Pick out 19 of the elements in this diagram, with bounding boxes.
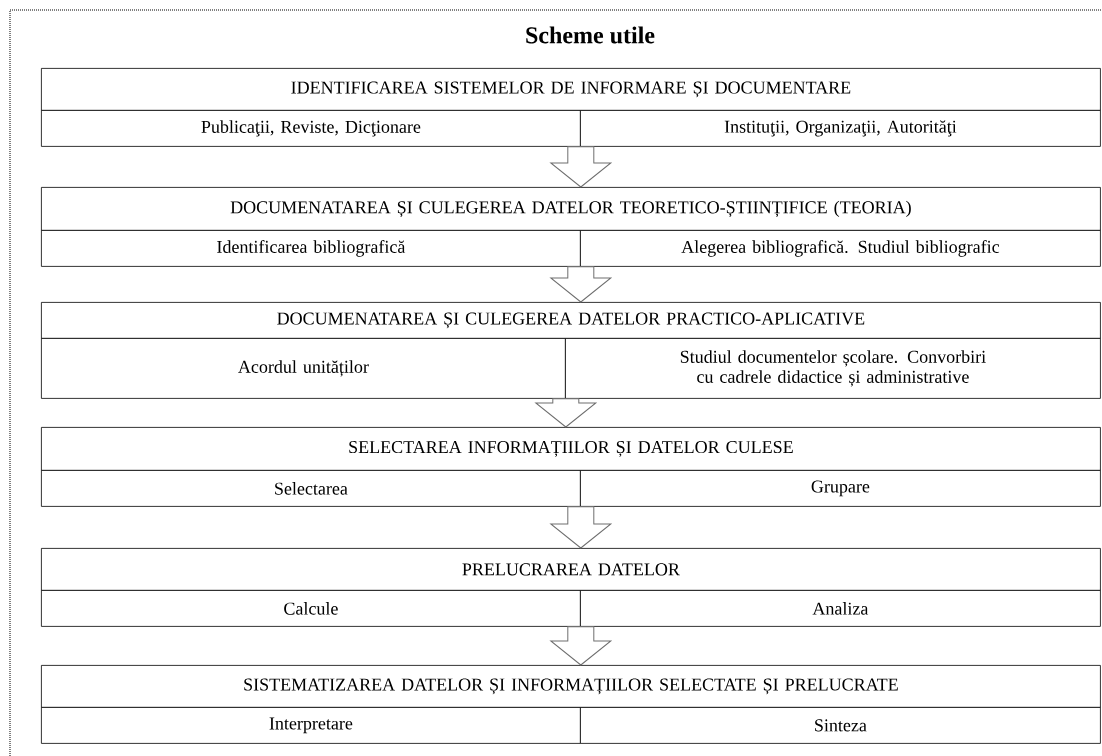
table-cell: Interpretare [41, 707, 581, 744]
title: Scheme utile [526, 26, 655, 44]
block-arrow [550, 146, 612, 188]
table-cell: Analiza [580, 590, 1101, 627]
block-arrow [550, 506, 612, 549]
stage-header: DOCUMENATAREA ȘI CULEGEREA DATELOR PRACTICO-APLICATIVE [41, 302, 1101, 339]
table-cell: Selectarea [41, 470, 581, 507]
table-cell: Sinteza [580, 707, 1101, 744]
block-arrow [535, 398, 597, 428]
table-cell: Publicaţii, Reviste, Dicţionare [41, 110, 581, 147]
table-cell: Grupare [580, 470, 1101, 507]
table-cell: Acordul unităților [41, 338, 566, 399]
block-arrow [550, 266, 612, 303]
table-cell: Alegerea bibliografică. Studiul bibliografic [580, 230, 1101, 267]
table-cell: Calcule [41, 590, 581, 627]
table-cell: Studiul documentelor școlare. Convorbiri cu cadrele didactice și administrative [565, 338, 1101, 399]
block-arrow [550, 626, 612, 666]
table-cell: Instituţii, Organizaţii, Autorităţi [580, 110, 1101, 147]
table-cell: Identificarea bibliografică [41, 230, 581, 267]
